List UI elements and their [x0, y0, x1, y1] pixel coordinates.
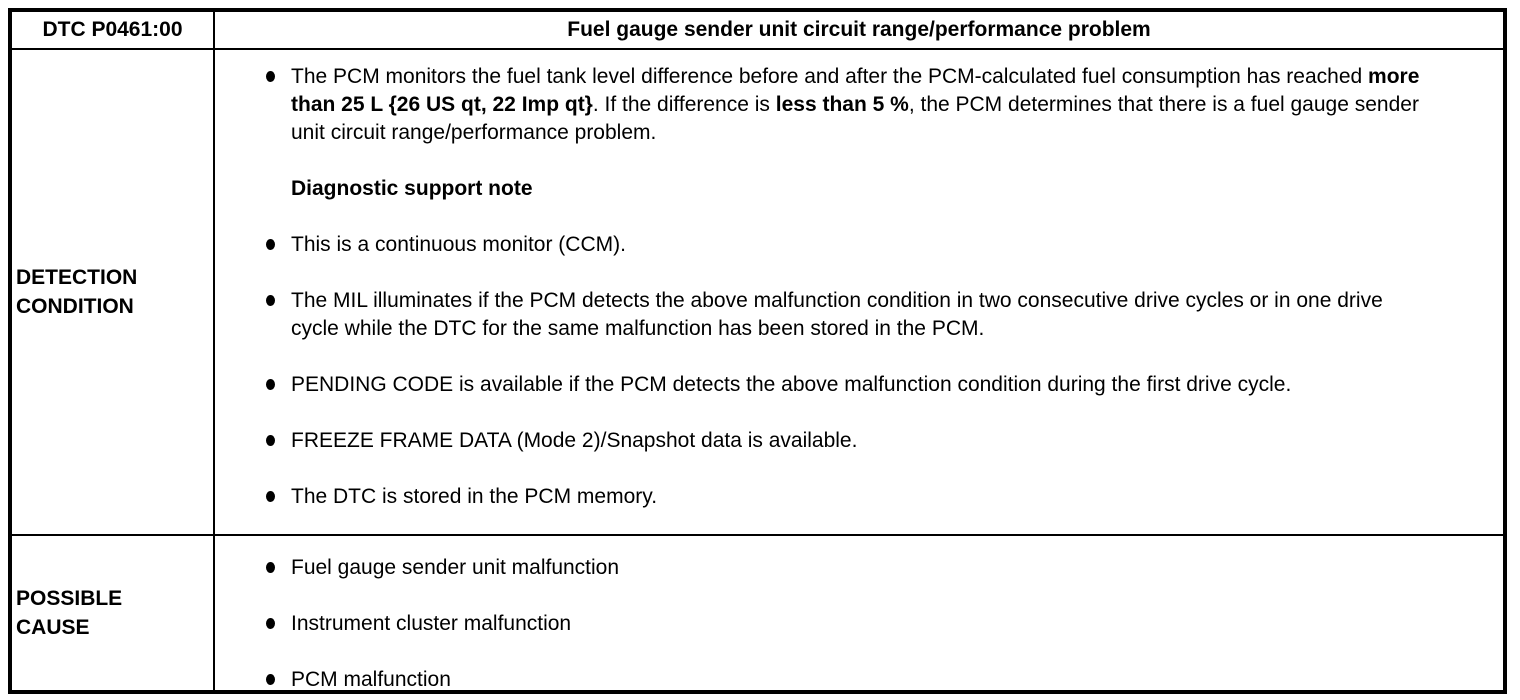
- item-text: FREEZE FRAME DATA (Mode 2)/Snapshot data…: [291, 429, 858, 452]
- bullet-icon: [266, 239, 275, 250]
- bullet-icon: [266, 379, 275, 390]
- bullet-icon: [266, 562, 275, 573]
- bullet-icon: [266, 435, 275, 446]
- bullet-icon: [266, 491, 275, 502]
- bullet-icon: [266, 674, 275, 685]
- dtc-description-cell: Fuel gauge sender unit circuit range/per…: [215, 12, 1503, 50]
- bullet-item: The DTC is stored in the PCM memory.: [215, 483, 1503, 511]
- item-text: The PCM monitors the fuel tank level dif…: [291, 65, 1420, 144]
- item-text: PCM malfunction: [291, 668, 451, 690]
- bullet-item: The PCM monitors the fuel tank level dif…: [215, 63, 1503, 147]
- possible-cause-label: POSSIBLE CAUSE: [16, 587, 123, 639]
- dtc-description: Fuel gauge sender unit circuit range/per…: [567, 18, 1151, 41]
- bullet-icon: [266, 71, 275, 82]
- bullet-item: The MIL illuminates if the PCM detects t…: [215, 287, 1503, 343]
- bullet-icon: [266, 295, 275, 306]
- bullet-item: Instrument cluster malfunction: [215, 610, 1503, 638]
- item-text: The MIL illuminates if the PCM detects t…: [291, 289, 1383, 340]
- dtc-code: DTC P0461:00: [42, 18, 183, 41]
- dtc-table: DTC P0461:00 Fuel gauge sender unit circ…: [8, 8, 1507, 694]
- item-text: Fuel gauge sender unit malfunction: [291, 556, 620, 579]
- detection-condition-label: DETECTION CONDITION: [16, 266, 138, 318]
- detection-condition-content: The PCM monitors the fuel tank level dif…: [215, 50, 1503, 536]
- item-text: Instrument cluster malfunction: [291, 612, 572, 635]
- item-text: The DTC is stored in the PCM memory.: [291, 485, 658, 508]
- item-text: This is a continuous monitor (CCM).: [291, 233, 626, 256]
- subheading: Diagnostic support note: [215, 175, 1503, 203]
- bullet-item: PCM malfunction: [215, 666, 1503, 690]
- bullet-item: Fuel gauge sender unit malfunction: [215, 554, 1503, 582]
- bullet-item: This is a continuous monitor (CCM).: [215, 231, 1503, 259]
- bullet-item: PENDING CODE is available if the PCM det…: [215, 371, 1503, 399]
- possible-cause-label-cell: POSSIBLE CAUSE: [12, 536, 215, 690]
- item-text: PENDING CODE is available if the PCM det…: [291, 373, 1292, 396]
- item-text: Diagnostic support note: [291, 177, 533, 200]
- bullet-icon: [266, 618, 275, 629]
- detection-condition-label-cell: DETECTION CONDITION: [12, 50, 215, 536]
- bullet-item: FREEZE FRAME DATA (Mode 2)/Snapshot data…: [215, 427, 1503, 455]
- dtc-code-cell: DTC P0461:00: [12, 12, 215, 50]
